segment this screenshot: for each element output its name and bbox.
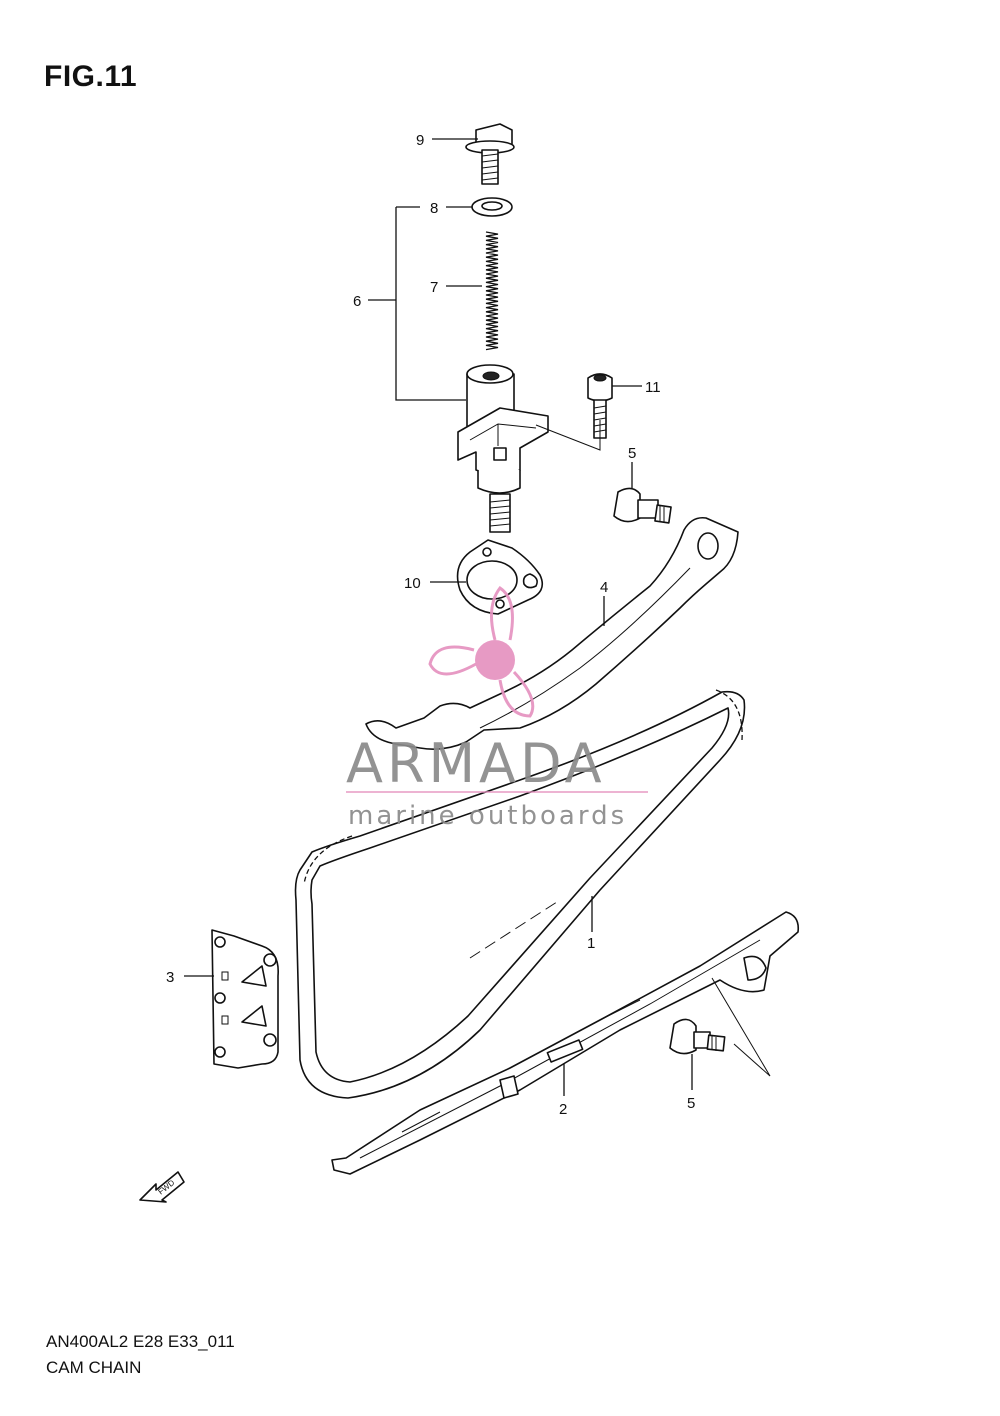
callout-leaders [184, 138, 693, 1096]
callout-2: 2 [559, 1101, 567, 1118]
diagram-code: AN400AL2 E28 E33_011 [46, 1332, 235, 1351]
part-10-gasket[interactable] [456, 539, 544, 615]
callout-10: 10 [404, 575, 421, 592]
part-8-washer[interactable] [471, 197, 513, 217]
part-5-guide-bolt-lower[interactable] [669, 1018, 726, 1055]
part-1-cam-chain[interactable] [294, 689, 746, 1099]
callout-1: 1 [587, 935, 595, 952]
callout-7: 7 [430, 279, 438, 296]
callout-6: 6 [353, 293, 361, 310]
callout-9: 9 [416, 132, 424, 149]
callout-5-lower: 5 [687, 1095, 695, 1112]
part-11-screw[interactable] [587, 373, 613, 439]
callout-11: 11 [645, 379, 661, 396]
part-3-chain-guide-side[interactable] [211, 929, 279, 1069]
callout-4: 4 [600, 579, 608, 596]
part-2-chain-guide-lower[interactable] [331, 911, 800, 1175]
armada-watermark: ARMADA marine outboards [346, 585, 648, 831]
diagram-name: CAM CHAIN [46, 1358, 142, 1377]
part-9-bolt[interactable] [465, 123, 515, 185]
figure-title: FIG.11 [44, 60, 138, 93]
fwd-arrow-icon: FWD [139, 1171, 185, 1203]
propeller-logo-icon [428, 585, 535, 718]
watermark-brand: ARMADA [346, 732, 606, 795]
part-7-spring[interactable] [485, 231, 499, 351]
callout-5-upper: 5 [628, 445, 636, 462]
callout-3: 3 [166, 969, 174, 986]
callout-8: 8 [430, 200, 438, 217]
watermark-tagline: marine outboards [348, 801, 627, 831]
part-6-tensioner-adjuster[interactable] [457, 364, 549, 533]
part-5-guide-bolt-upper[interactable] [613, 487, 672, 524]
